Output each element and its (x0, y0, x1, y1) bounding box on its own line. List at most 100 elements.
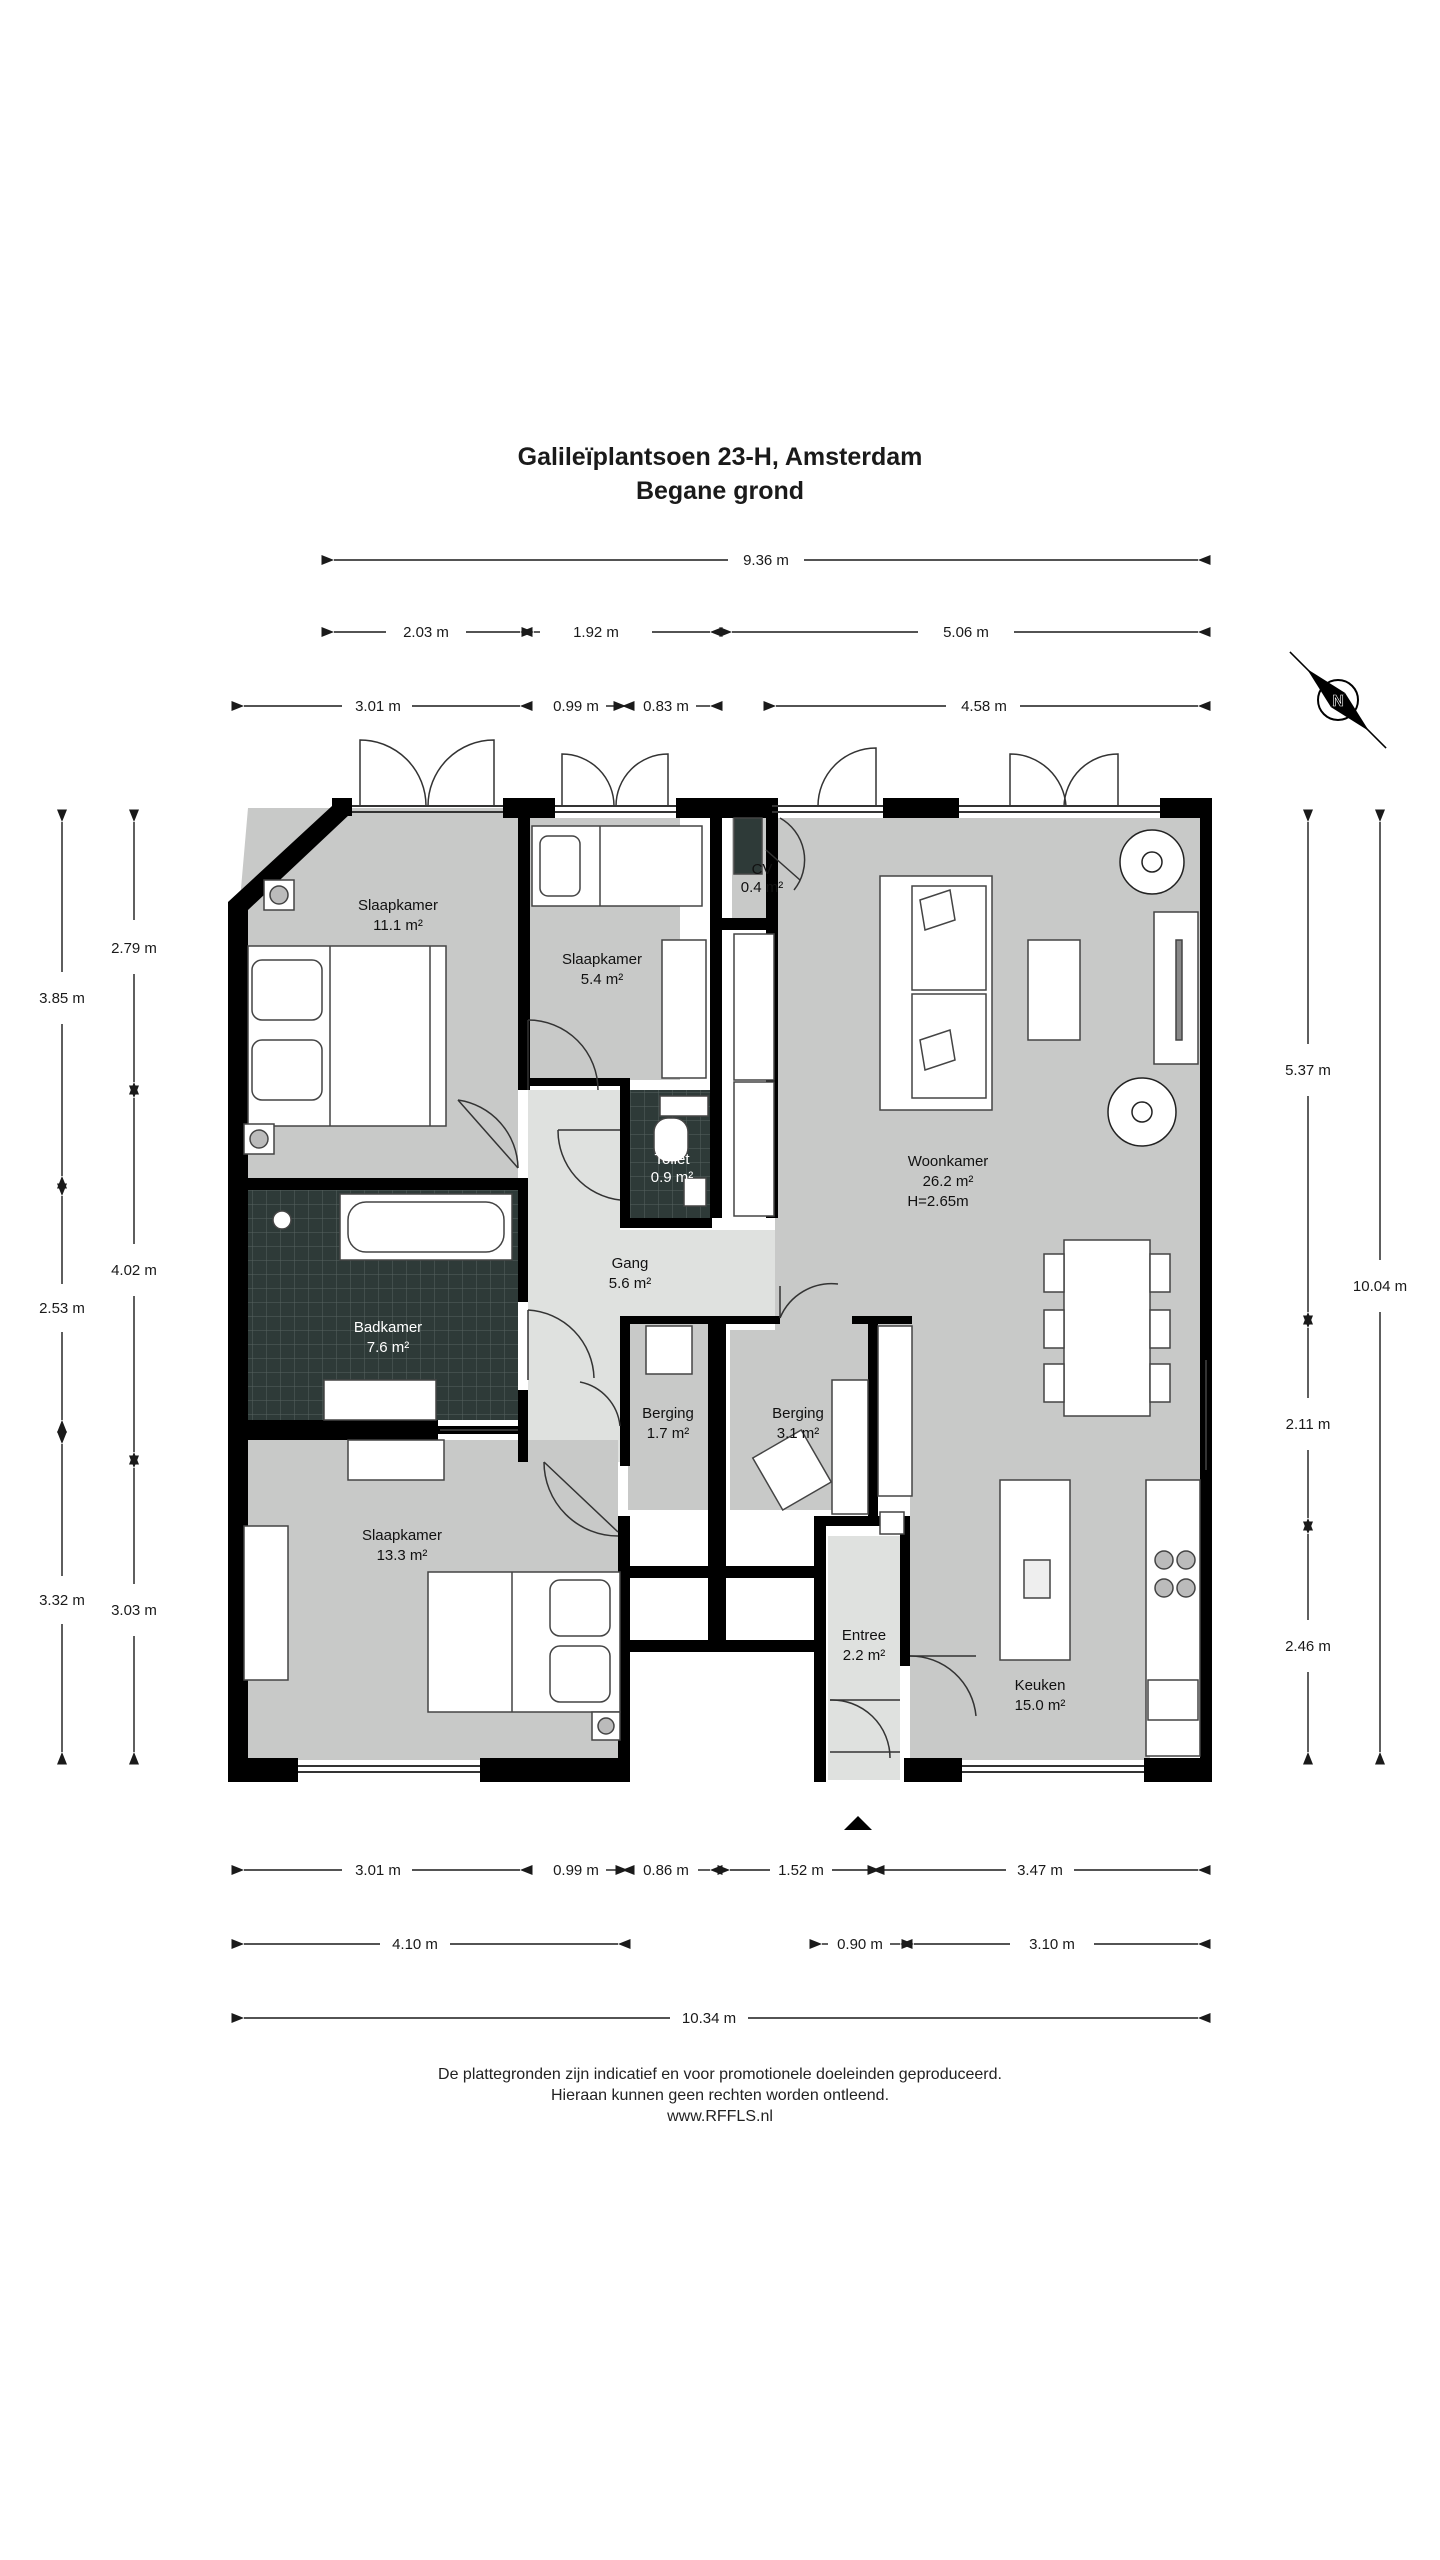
wardrobe-slaapkamer-2 (661, 939, 707, 1079)
entree-cabinet (879, 1511, 905, 1535)
furniture (243, 817, 1201, 1757)
compass-icon: N (1289, 651, 1387, 749)
wall-diagonal (228, 798, 350, 1182)
address-title: Galileïplantsoen 23-H, Amsterdam (517, 443, 923, 471)
dim-left-outer-1: 2.53 m (39, 1300, 85, 1317)
label-badkamer: Badkamer (354, 1319, 422, 1336)
toilet-bowl (653, 1117, 689, 1163)
label-toilet: Toilet (654, 1151, 690, 1168)
dim-bottom-1-0: 3.01 m (355, 1862, 401, 1879)
compass-label: N (1332, 693, 1344, 710)
entrance-arrow-icon (844, 1816, 872, 1830)
dim-right-inner-0: 5.37 m (1285, 1062, 1331, 1079)
wall-south-3 (904, 1758, 962, 1782)
area-berging-2: 3.1 m² (777, 1425, 820, 1442)
area-gang: 5.6 m² (609, 1275, 652, 1292)
disclaimer-line-2: Hieraan kunnen geen rechten worden ontle… (550, 2087, 890, 2104)
area-entree: 2.2 m² (843, 1647, 886, 1664)
website-link[interactable]: www.RFFLS.nl (667, 2108, 773, 2125)
cabinet-core-1 (733, 933, 775, 1081)
wall-berg-left (620, 1316, 630, 1466)
disclaimer-line-1: De plattegronden zijn indicatief en voor… (438, 2066, 1002, 2083)
dim-left-outer-0: 3.85 m (39, 990, 85, 1007)
area-badkamer: 7.6 m² (367, 1339, 410, 1356)
floor-title: Begane grond (635, 477, 805, 505)
wall-bed1-bath (240, 1178, 526, 1190)
walls (228, 798, 1212, 1782)
dim-left-inner-2: 3.03 m (111, 1602, 157, 1619)
dim-bottom-1-3: 1.52 m (778, 1862, 824, 1879)
dining-table (1063, 1239, 1151, 1417)
label-berging-2: Berging (772, 1405, 824, 1422)
wall-entree-right (900, 1516, 910, 1666)
dim-top-3-1: 0.99 m (553, 698, 599, 715)
area-berging-1: 1.7 m² (647, 1425, 690, 1442)
dim-right-inner-1: 2.11 m (1286, 1416, 1331, 1433)
area-slaapkamer-3: 13.3 m² (377, 1547, 428, 1564)
dim-bottom-2-1: 0.90 m (837, 1936, 883, 1953)
wall-bed1-gang (518, 808, 530, 1090)
dim-top-total: 9.36 m (743, 552, 789, 569)
wall-west (228, 1180, 248, 1782)
wall-north-3 (676, 798, 772, 818)
dim-top-3-3: 4.58 m (961, 698, 1007, 715)
dimension-labels: 9.36 m 2.03 m 1.92 m 5.06 m 3.01 m 0.99 … (39, 552, 1407, 2027)
bathroom-cabinet (347, 1439, 445, 1481)
label-slaapkamer-2: Slaapkamer (562, 951, 642, 968)
cabinet-core-2 (733, 1081, 775, 1217)
dim-bottom-total: 10.34 m (682, 2010, 736, 2027)
wardrobe-slaapkamer-3 (243, 1525, 289, 1681)
wall-east (1200, 798, 1212, 1782)
wall-berg-mid (708, 1316, 726, 1646)
wall-north-4 (883, 798, 959, 818)
dim-left-inner-0: 2.79 m (111, 940, 157, 957)
wall-entree-left (814, 1516, 826, 1782)
storage-cabinet (831, 1379, 869, 1515)
area-toilet: 0.9 m² (651, 1169, 694, 1186)
wall-north-1 (332, 798, 352, 816)
wall-bath-bed3 (240, 1420, 438, 1440)
wall-toilet-bottom (620, 1218, 712, 1228)
wall-bed2-gang (518, 1078, 628, 1086)
wall-south-4 (1144, 1758, 1212, 1782)
floor-gang (528, 1090, 775, 1462)
dim-right-outer: 10.04 m (1353, 1278, 1407, 1295)
wall-gang-bed3 (518, 1390, 528, 1462)
stove-icon (1154, 1550, 1196, 1598)
wall-entree-top (814, 1516, 908, 1526)
area-woonkamer: 26.2 m² (923, 1173, 974, 1190)
label-slaapkamer-3: Slaapkamer (362, 1527, 442, 1544)
doors (359, 739, 1119, 1759)
dim-top-2-2: 5.06 m (943, 624, 989, 641)
kitchen-cabinet-top (877, 1325, 913, 1497)
dim-bottom-2-0: 4.10 m (392, 1936, 438, 1953)
area-cv: 0.4 m² (741, 879, 784, 896)
wall-south-1 (228, 1758, 298, 1782)
wall-core-3 (710, 918, 778, 930)
label-gang: Gang (612, 1255, 649, 1272)
wall-core-1 (710, 798, 722, 1218)
dimension-lines (56, 554, 1386, 2024)
wall-bath-gang (518, 1178, 528, 1302)
wall-berg-top (620, 1316, 780, 1324)
dim-bottom-1-4: 3.47 m (1017, 1862, 1063, 1879)
dim-top-2-0: 2.03 m (403, 624, 449, 641)
dim-right-inner-2: 2.46 m (1285, 1638, 1331, 1655)
dim-top-3-2: 0.83 m (643, 698, 689, 715)
plant-icon (1107, 829, 1185, 1147)
label-berging-1: Berging (642, 1405, 694, 1422)
dim-left-inner-1: 4.02 m (111, 1262, 157, 1279)
dim-top-2-1: 1.92 m (573, 624, 619, 641)
wall-stor-bot (618, 1640, 818, 1652)
dim-bottom-1-1: 0.99 m (553, 1862, 599, 1879)
boiler (645, 1325, 693, 1375)
area-slaapkamer-2: 5.4 m² (581, 971, 624, 988)
wall-stor-mid (618, 1566, 818, 1578)
label-woonkamer: Woonkamer (908, 1153, 989, 1170)
label-entree: Entree (842, 1627, 886, 1644)
dim-bottom-2-2: 3.10 m (1029, 1936, 1075, 1953)
shelves-berging (751, 1428, 833, 1512)
dim-bottom-1-2: 0.86 m (643, 1862, 689, 1879)
dim-top-3-0: 3.01 m (355, 698, 401, 715)
area-slaapkamer-1: 11.1 m² (373, 917, 423, 934)
